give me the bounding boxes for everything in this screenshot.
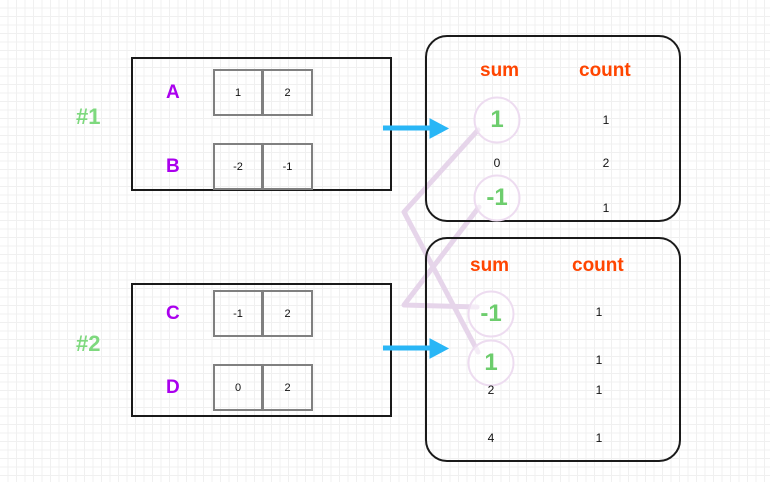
- group-box-1: [131, 57, 392, 191]
- panel-2-count-row-3: 1: [595, 383, 603, 397]
- row-cells-d: 0 2: [213, 364, 313, 411]
- row-letter-a: A: [166, 82, 180, 103]
- cell-a-0: 1: [213, 69, 263, 116]
- panel-1-sum-row-1: 1: [490, 106, 504, 133]
- panel-2-sum-row-3: 2: [487, 383, 495, 397]
- cell-d-1: 2: [263, 364, 313, 411]
- panel-1-header-sum: sum: [480, 60, 520, 81]
- arrow-right-icon-group-2: [383, 338, 450, 359]
- cell-d-0: 0: [213, 364, 263, 411]
- row-letter-b: B: [166, 156, 180, 177]
- cell-b-0: -2: [213, 143, 263, 190]
- cell-c-0: -1: [213, 290, 263, 337]
- panel-2-count-row-2: 1: [595, 353, 603, 367]
- row-cells-c: -1 2: [213, 290, 313, 337]
- row-cells-b: -2 -1: [213, 143, 313, 190]
- cell-c-1: 2: [263, 290, 313, 337]
- panel-1-sum-row-2: 0: [493, 156, 501, 170]
- panel-2-count-row-4: 1: [595, 431, 603, 445]
- panel-1-count-row-1: 1: [602, 113, 610, 127]
- panel-2-sum-row-1: -1: [480, 300, 502, 327]
- highlight-ring-panel-2-row-2: [467, 339, 515, 387]
- arrow-right-icon-group-1: [383, 118, 450, 139]
- panel-1-sum-row-3: -1: [486, 184, 508, 211]
- panel-1-count-row-2: 2: [602, 156, 610, 170]
- row-letter-d: D: [166, 377, 180, 398]
- group-label-1: #1: [76, 104, 101, 129]
- group-label-2: #2: [76, 331, 101, 356]
- row-letter-c: C: [166, 303, 180, 324]
- highlight-ring-panel-2-row-1: [467, 290, 515, 338]
- link-line-neg1-to-neg1: [401, 204, 482, 310]
- panel-1-count-row-3: 1: [602, 201, 610, 215]
- cell-b-1: -1: [263, 143, 313, 190]
- panel-1-header-count: count: [579, 60, 631, 81]
- panel-2-sum-row-4: 4: [487, 431, 495, 445]
- cell-a-1: 2: [263, 69, 313, 116]
- highlight-ring-panel-1-row-1: [473, 96, 521, 144]
- highlight-ring-panel-1-row-3: [473, 174, 521, 222]
- panel-2-count-row-1: 1: [595, 305, 603, 319]
- row-cells-a: 1 2: [213, 69, 313, 116]
- panel-2-sum-row-2: 1: [484, 349, 498, 376]
- panel-2-header-sum: sum: [470, 255, 510, 276]
- panel-2-header-count: count: [572, 255, 624, 276]
